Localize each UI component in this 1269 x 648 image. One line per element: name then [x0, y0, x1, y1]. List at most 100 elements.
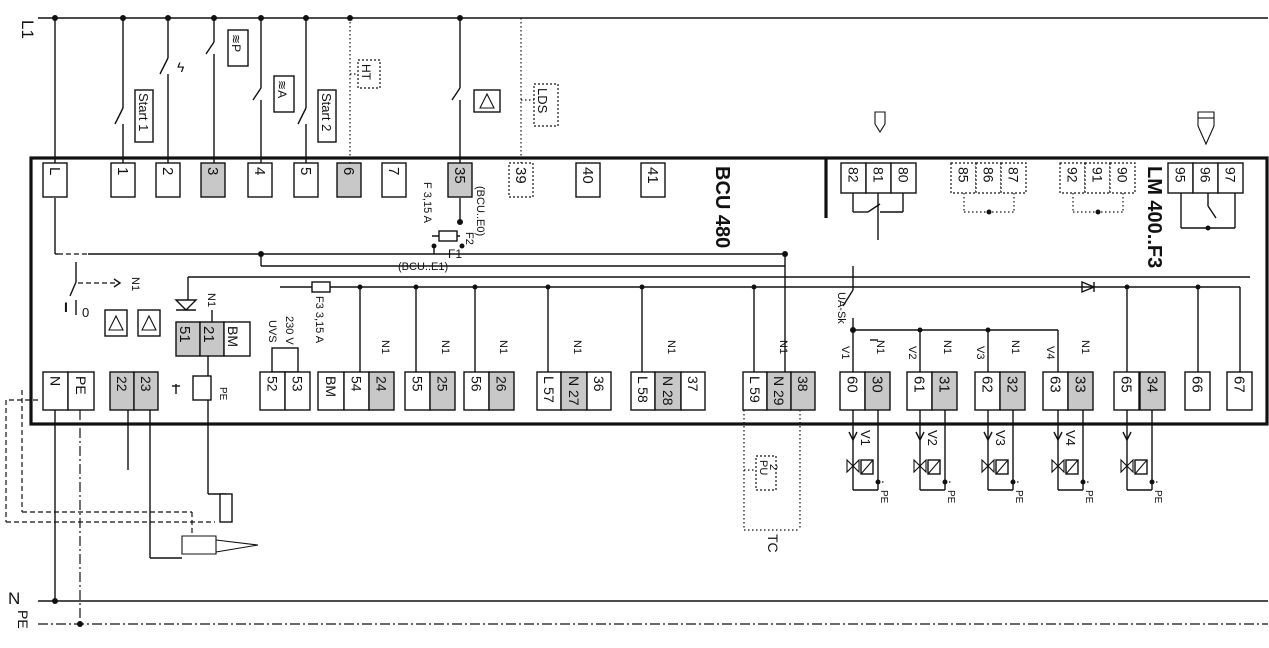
terminal: 37: [680, 371, 706, 411]
svg-text:4: 4: [251, 167, 268, 175]
n1-internal-label: N1: [205, 293, 217, 307]
fuse-f2-label: F2: [463, 232, 475, 245]
lds-label: LDS: [535, 88, 550, 114]
svg-text:PE: PE: [73, 376, 89, 395]
svg-text:37: 37: [685, 376, 701, 392]
svg-text:2: 2: [159, 167, 176, 175]
igniter-icon: [1197, 111, 1215, 146]
svg-text:PE: PE: [945, 490, 956, 504]
terminal: 54: [343, 371, 370, 411]
terminal: 41: [640, 162, 666, 198]
transformer-icon: [192, 375, 212, 401]
svg-text:BM: BM: [323, 376, 339, 397]
ua-sk-label: UA-Sk: [835, 292, 847, 324]
svg-text:86: 86: [981, 167, 997, 183]
svg-text:97: 97: [1223, 167, 1239, 183]
svg-text:N1: N1: [1079, 340, 1091, 354]
terminal: N: [42, 371, 69, 411]
terminal: 33: [1067, 371, 1094, 411]
pu-box: [755, 455, 777, 491]
uvs-block: 230 V UVS: [266, 316, 299, 373]
diode-icon: [174, 299, 198, 311]
flame-icon: [215, 539, 259, 553]
svg-text:85: 85: [956, 167, 972, 183]
svg-text:92: 92: [1065, 167, 1081, 183]
svg-text:31: 31: [936, 376, 953, 393]
ignition-electrode: [219, 493, 233, 523]
start1-label: Start 1: [136, 93, 151, 131]
l1-label: L1: [18, 20, 37, 39]
n1-labels: N1 N1 N1 N1 N1 N1 N1 N1 N1 N1: [379, 340, 1091, 354]
svg-text:95: 95: [1173, 167, 1189, 183]
svg-text:V2: V2: [906, 346, 918, 359]
ht-label: HT: [359, 64, 373, 81]
svg-text:N1: N1: [439, 340, 451, 354]
terminal: 80: [890, 162, 917, 194]
terminal: 6: [336, 162, 362, 198]
terminal: 2: [155, 162, 181, 198]
svg-text:55: 55: [410, 376, 426, 392]
terminal: 82: [840, 162, 867, 194]
svg-text:41: 41: [644, 167, 661, 184]
terminal: 32: [999, 371, 1026, 411]
pe-label: PE: [15, 610, 31, 629]
terminal: 53: [284, 371, 311, 411]
flame-control-block: 51 21 BM N1: [104, 293, 251, 357]
terminal: 91: [1084, 162, 1111, 194]
svg-text:1: 1: [114, 167, 131, 175]
svg-text:6: 6: [340, 167, 357, 175]
svg-text:22: 22: [114, 376, 130, 392]
terminal: PE: [67, 371, 95, 411]
svg-text:N1: N1: [874, 340, 886, 354]
alarm-symbol-icon: ϟ: [177, 59, 185, 75]
lm-title: LM 400..F3: [1143, 166, 1165, 268]
terminal: 65: [1113, 371, 1140, 411]
svg-text:56: 56: [469, 376, 485, 392]
lm-relay-contacts: [852, 193, 1236, 240]
svg-text:40: 40: [579, 167, 596, 184]
l1-drops: [52, 15, 522, 163]
svg-text:PE: PE: [878, 490, 889, 504]
svg-text:L 59: L 59: [747, 376, 763, 403]
svg-text:65: 65: [1118, 376, 1135, 393]
svg-text:3: 3: [204, 167, 221, 175]
fuse-f1: [438, 230, 458, 242]
terminal: 23: [133, 371, 159, 411]
svg-text:V2: V2: [925, 430, 940, 446]
flame-sensor-icon: [874, 111, 886, 134]
pressure-switch-p: [227, 29, 249, 67]
svg-text:L 58: L 58: [635, 376, 651, 403]
fuse-f3-label: F3 3,15 A: [313, 296, 325, 344]
svg-text:66: 66: [1189, 376, 1206, 393]
o-label: 0: [82, 305, 89, 320]
terminal: 67: [1226, 371, 1253, 411]
svg-text:61: 61: [911, 376, 928, 393]
svg-text:38: 38: [795, 376, 811, 392]
svg-text:L 57: L 57: [541, 376, 557, 403]
svg-text:39: 39: [512, 167, 529, 184]
svg-text:21: 21: [200, 326, 217, 343]
svg-text:80: 80: [896, 167, 912, 183]
svg-text:24: 24: [374, 376, 390, 392]
terminal: 3: [200, 162, 226, 198]
svg-text:V4: V4: [1044, 346, 1056, 359]
terminal: 7: [381, 162, 407, 198]
terminal: L 57: [536, 371, 562, 411]
svg-text:26: 26: [494, 376, 510, 392]
sensor-p-box: [137, 309, 161, 337]
svg-text:PU: PU: [757, 460, 769, 475]
terminal: 31: [931, 371, 958, 411]
svg-text:30: 30: [869, 376, 886, 393]
terminal: N 29: [766, 371, 792, 411]
svg-text:5: 5: [297, 167, 314, 175]
svg-text:PE: PE: [1083, 490, 1094, 504]
svg-text:32: 32: [1004, 376, 1021, 393]
bcu-title: BCU 480: [711, 166, 733, 248]
svg-text:N1: N1: [497, 340, 509, 354]
terminal: 86: [975, 162, 1002, 194]
